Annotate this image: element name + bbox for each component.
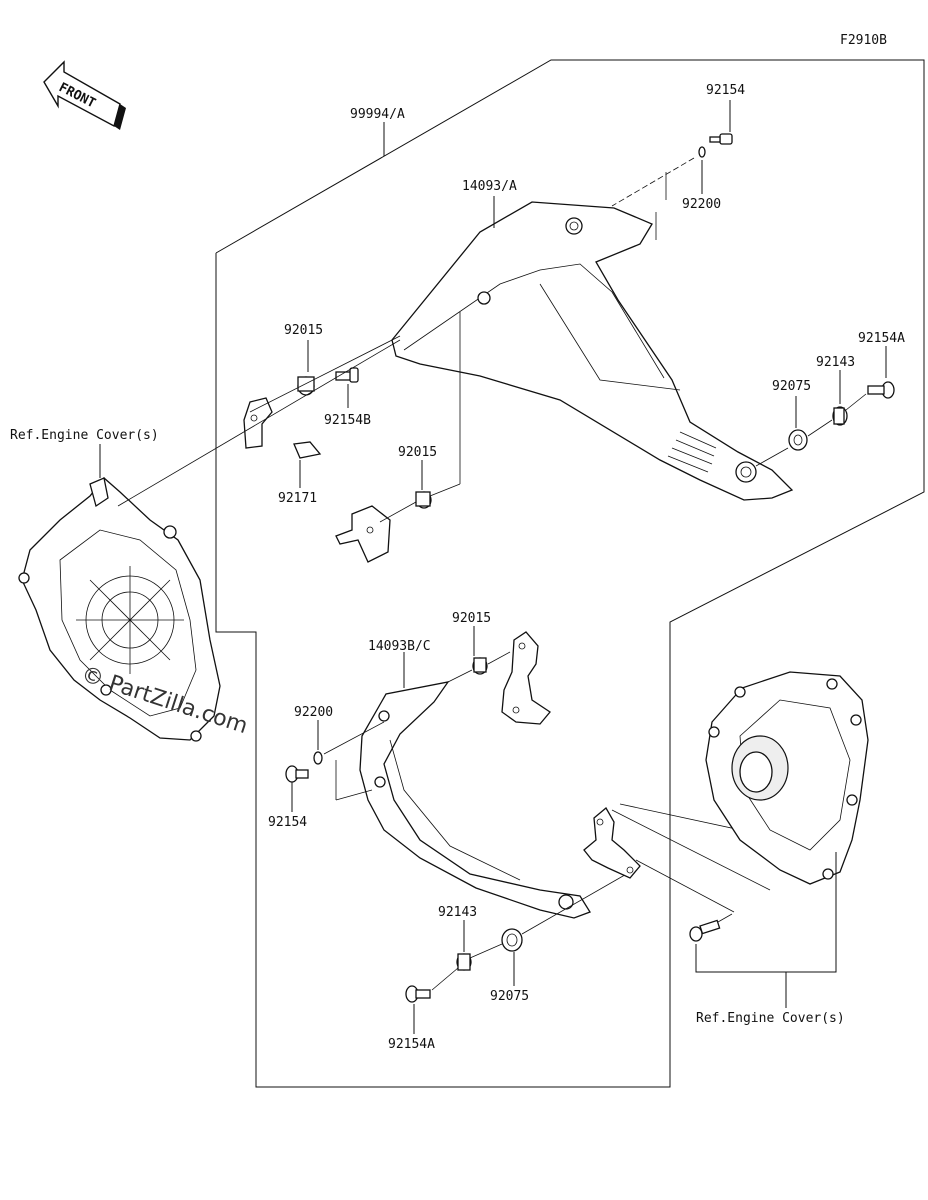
- label-ref-right: Ref.Engine Cover(s): [696, 1011, 845, 1026]
- label-92154a-right: 92154A: [858, 331, 905, 346]
- axis-lower-collar: [487, 651, 511, 665]
- engine-cover-right-part: [705, 671, 869, 885]
- axis-left-cover: [117, 339, 401, 507]
- washer-92143-right-part: [832, 406, 848, 426]
- axis-right-bracket-1: [611, 809, 771, 891]
- label-92075-right: 92075: [772, 379, 811, 394]
- label-92015-upper: 92015: [284, 323, 323, 338]
- label-92143-right: 92143: [816, 355, 855, 370]
- label-92154b: 92154B: [324, 413, 371, 428]
- axis-mid-link: [429, 483, 461, 497]
- bolt-92154-top-part: [709, 133, 733, 145]
- bolt-ref-right-part: [689, 919, 721, 942]
- bracket-mid-part: [335, 505, 391, 563]
- label-92154a-lower: 92154A: [388, 1037, 435, 1052]
- label-92143-lower: 92143: [438, 905, 477, 920]
- bolt-92154a-right-part: [867, 381, 895, 399]
- engine-cover-left-part: [18, 477, 221, 742]
- grommet-92075-right-part: [788, 429, 808, 451]
- lower-cover-part: [359, 681, 591, 919]
- collar-92015-lower-part: [472, 657, 488, 675]
- axis-upper-collar: [249, 335, 401, 413]
- label-14093bc: 14093B/C: [368, 639, 431, 654]
- axis-mid-collar: [379, 501, 417, 523]
- label-99994a: 99994/A: [350, 107, 405, 122]
- bolt-92154b-part: [335, 367, 359, 383]
- assembly-boundary: [215, 59, 925, 1088]
- label-92075-lower: 92075: [490, 989, 529, 1004]
- axis-right-3: [755, 447, 789, 467]
- upper-cover-part: [391, 201, 794, 501]
- grommet-92075-lower-part: [501, 928, 523, 952]
- washer-92200-lower-part: [313, 751, 323, 765]
- axis-right-1: [845, 393, 867, 411]
- axis-lower-right-2: [469, 943, 503, 959]
- bolt-92154-lower-part: [285, 765, 309, 783]
- collar-92015-mid-part: [415, 491, 432, 509]
- clip-92171-part: [293, 441, 322, 459]
- label-92171: 92171: [278, 491, 317, 506]
- label-92015-mid: 92015: [398, 445, 437, 460]
- axis-ref-right-bolt: [717, 913, 733, 923]
- bolt-92154a-lower-part: [405, 985, 431, 1003]
- bracket-lower-part: [501, 631, 551, 725]
- front-arrow-icon: FRONT: [43, 60, 126, 130]
- label-92154-top: 92154: [706, 83, 745, 98]
- ref-right-bracket-line: [695, 852, 837, 973]
- dim-lower-2: [335, 789, 373, 801]
- label-92200-lower: 92200: [294, 705, 333, 720]
- axis-lower-washer: [323, 721, 385, 755]
- axis-top-bolt: [611, 157, 695, 207]
- bracket-right-lower-part: [583, 807, 641, 879]
- label-92154-lower: 92154: [268, 815, 307, 830]
- label-92015-lower: 92015: [452, 611, 491, 626]
- axis-right-bracket-3: [635, 859, 735, 913]
- washer-92200-top-part: [698, 146, 706, 158]
- axis-right-2: [807, 419, 833, 437]
- axis-lower-right-1: [431, 967, 459, 991]
- axis-lower-collar-2: [447, 669, 473, 683]
- label-ref-left: Ref.Engine Cover(s): [10, 428, 159, 443]
- label-14093a: 14093/A: [462, 179, 517, 194]
- label-92200-top: 92200: [682, 197, 721, 212]
- bracket-upper-part: [243, 397, 273, 449]
- washer-92143-lower-part: [456, 953, 472, 971]
- axis-lower-right-3: [521, 871, 631, 935]
- figure-code: F2910B: [840, 33, 887, 48]
